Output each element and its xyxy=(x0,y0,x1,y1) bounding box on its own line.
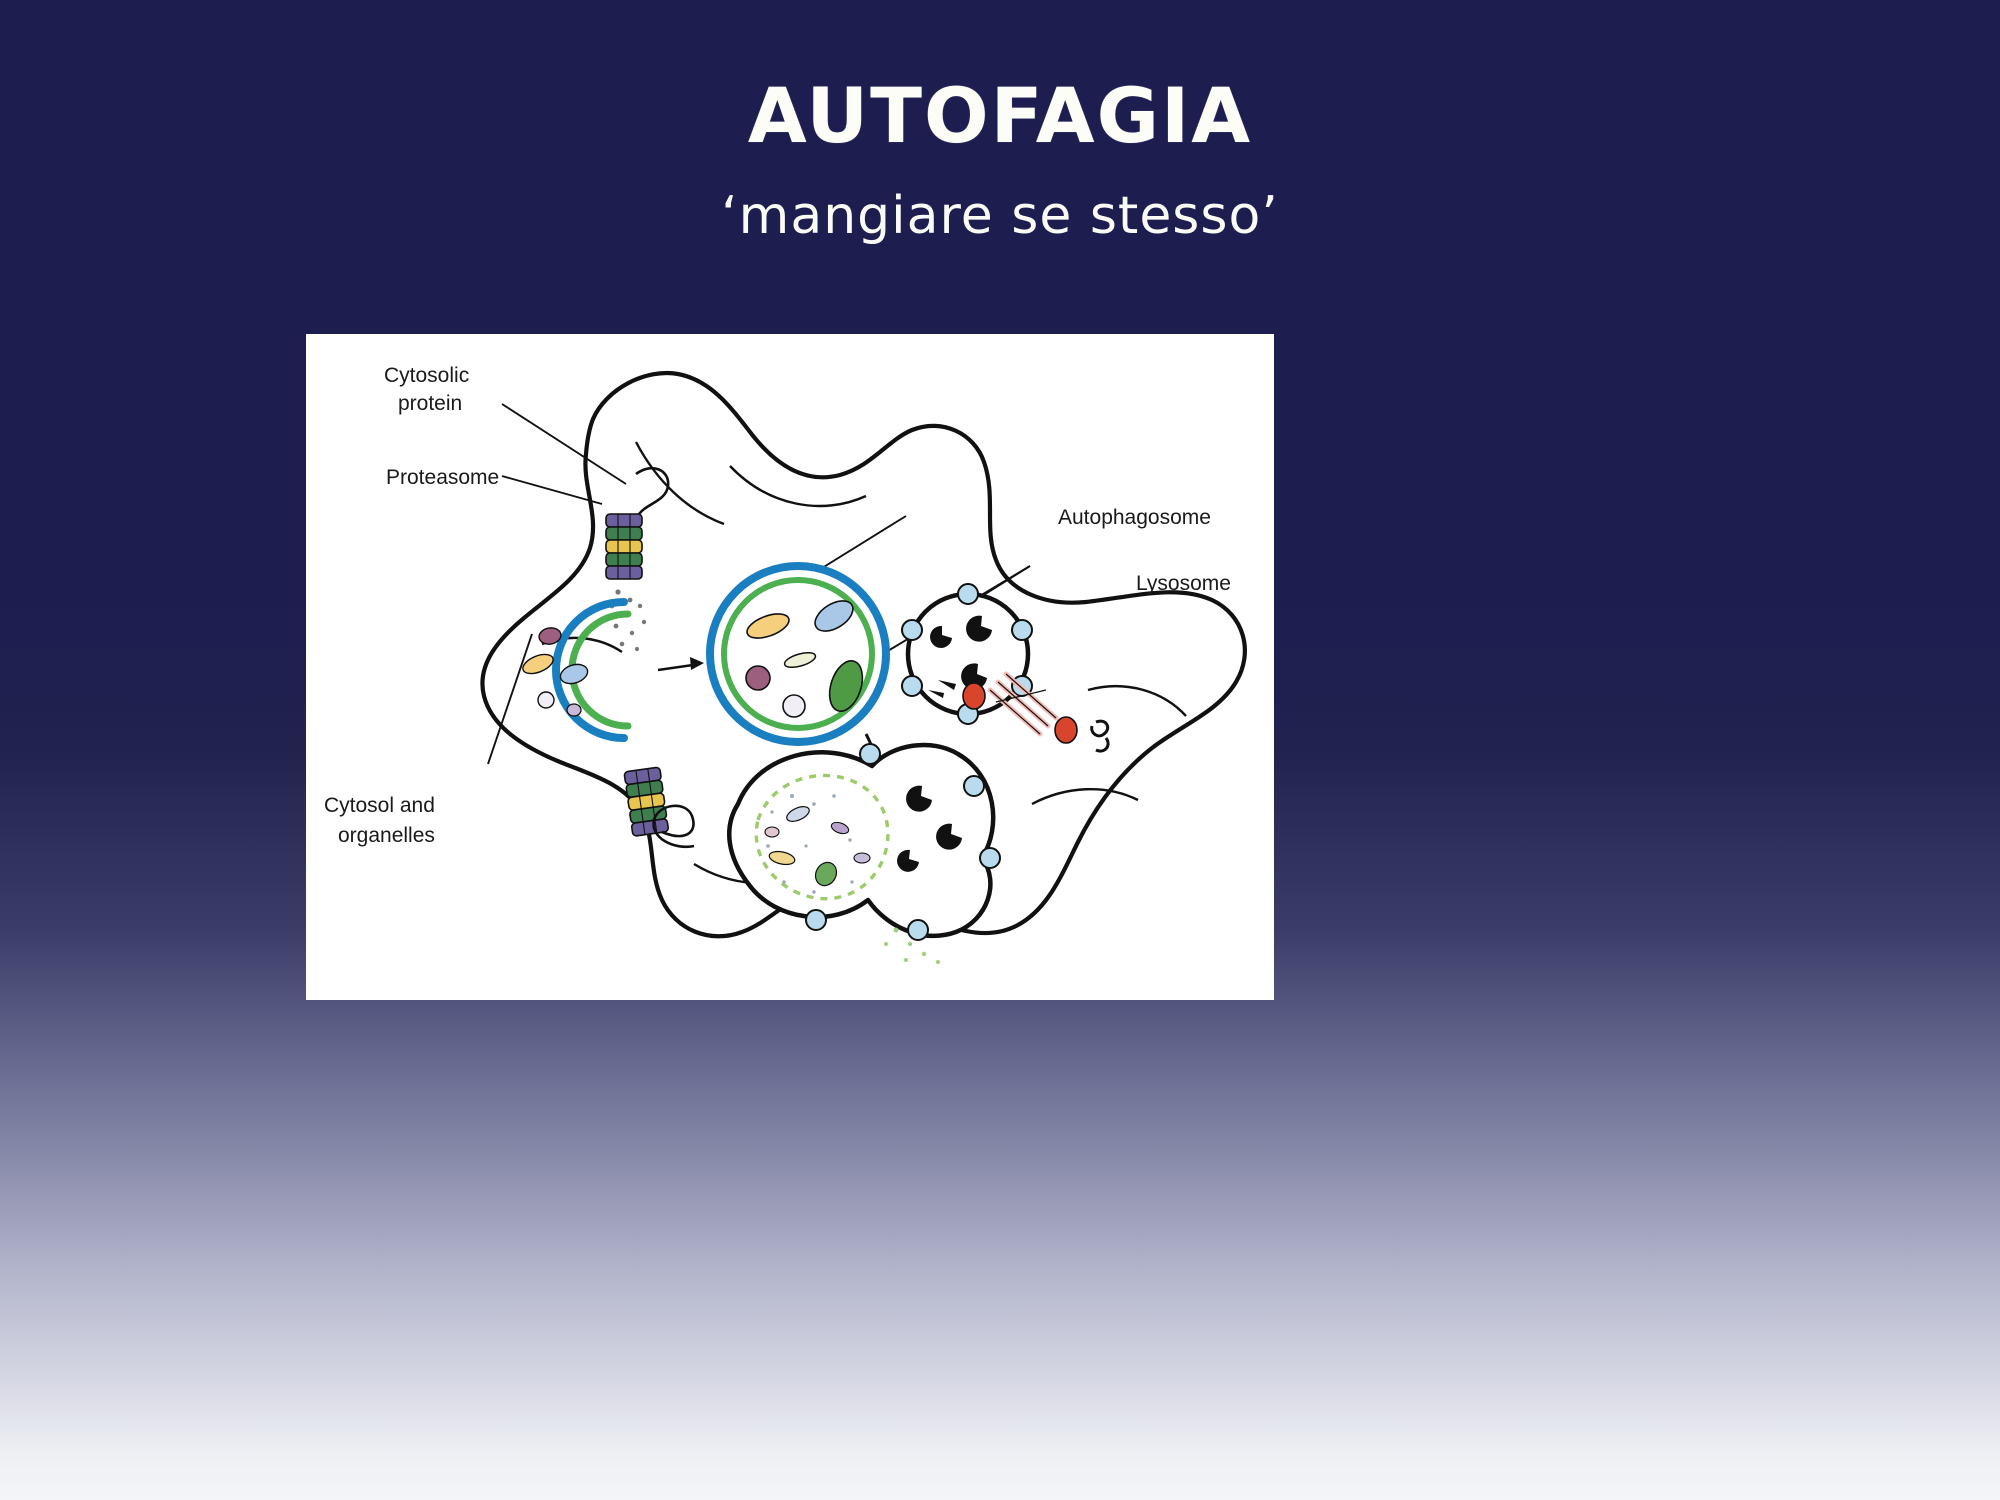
label-lysosome: Lysosome xyxy=(1136,572,1231,595)
label-cytosol-organelles-line1: Cytosol and xyxy=(324,794,435,817)
title-block: AUTOFAGIA ‘mangiare se stesso’ xyxy=(0,71,2000,247)
autophagy-diagram-panel: Cytosolic protein Proteasome Cytosol and… xyxy=(306,334,1274,1000)
page-subtitle: ‘mangiare se stesso’ xyxy=(721,186,1279,246)
lysosome xyxy=(901,583,1110,753)
label-cytosolic-protein-line2: protein xyxy=(398,392,462,415)
phagophore-crescent xyxy=(522,598,632,742)
autophagosome xyxy=(706,562,890,746)
autolysosome xyxy=(727,742,1001,964)
page-title: AUTOFAGIA xyxy=(747,71,1253,160)
label-autophagosome: Autophagosome xyxy=(1058,506,1211,529)
label-cytosolic-protein-line1: Cytosolic xyxy=(384,364,469,387)
figure-labels: Cytosolic protein Proteasome Cytosol and… xyxy=(324,364,1231,847)
label-proteasome: Proteasome xyxy=(386,466,499,489)
label-cytosol-organelles-line2: organelles xyxy=(338,824,435,847)
proteasome-lower xyxy=(623,766,695,849)
autophagy-diagram: Cytosolic protein Proteasome Cytosol and… xyxy=(324,364,1247,964)
maturation-arrow-icon xyxy=(657,657,704,672)
